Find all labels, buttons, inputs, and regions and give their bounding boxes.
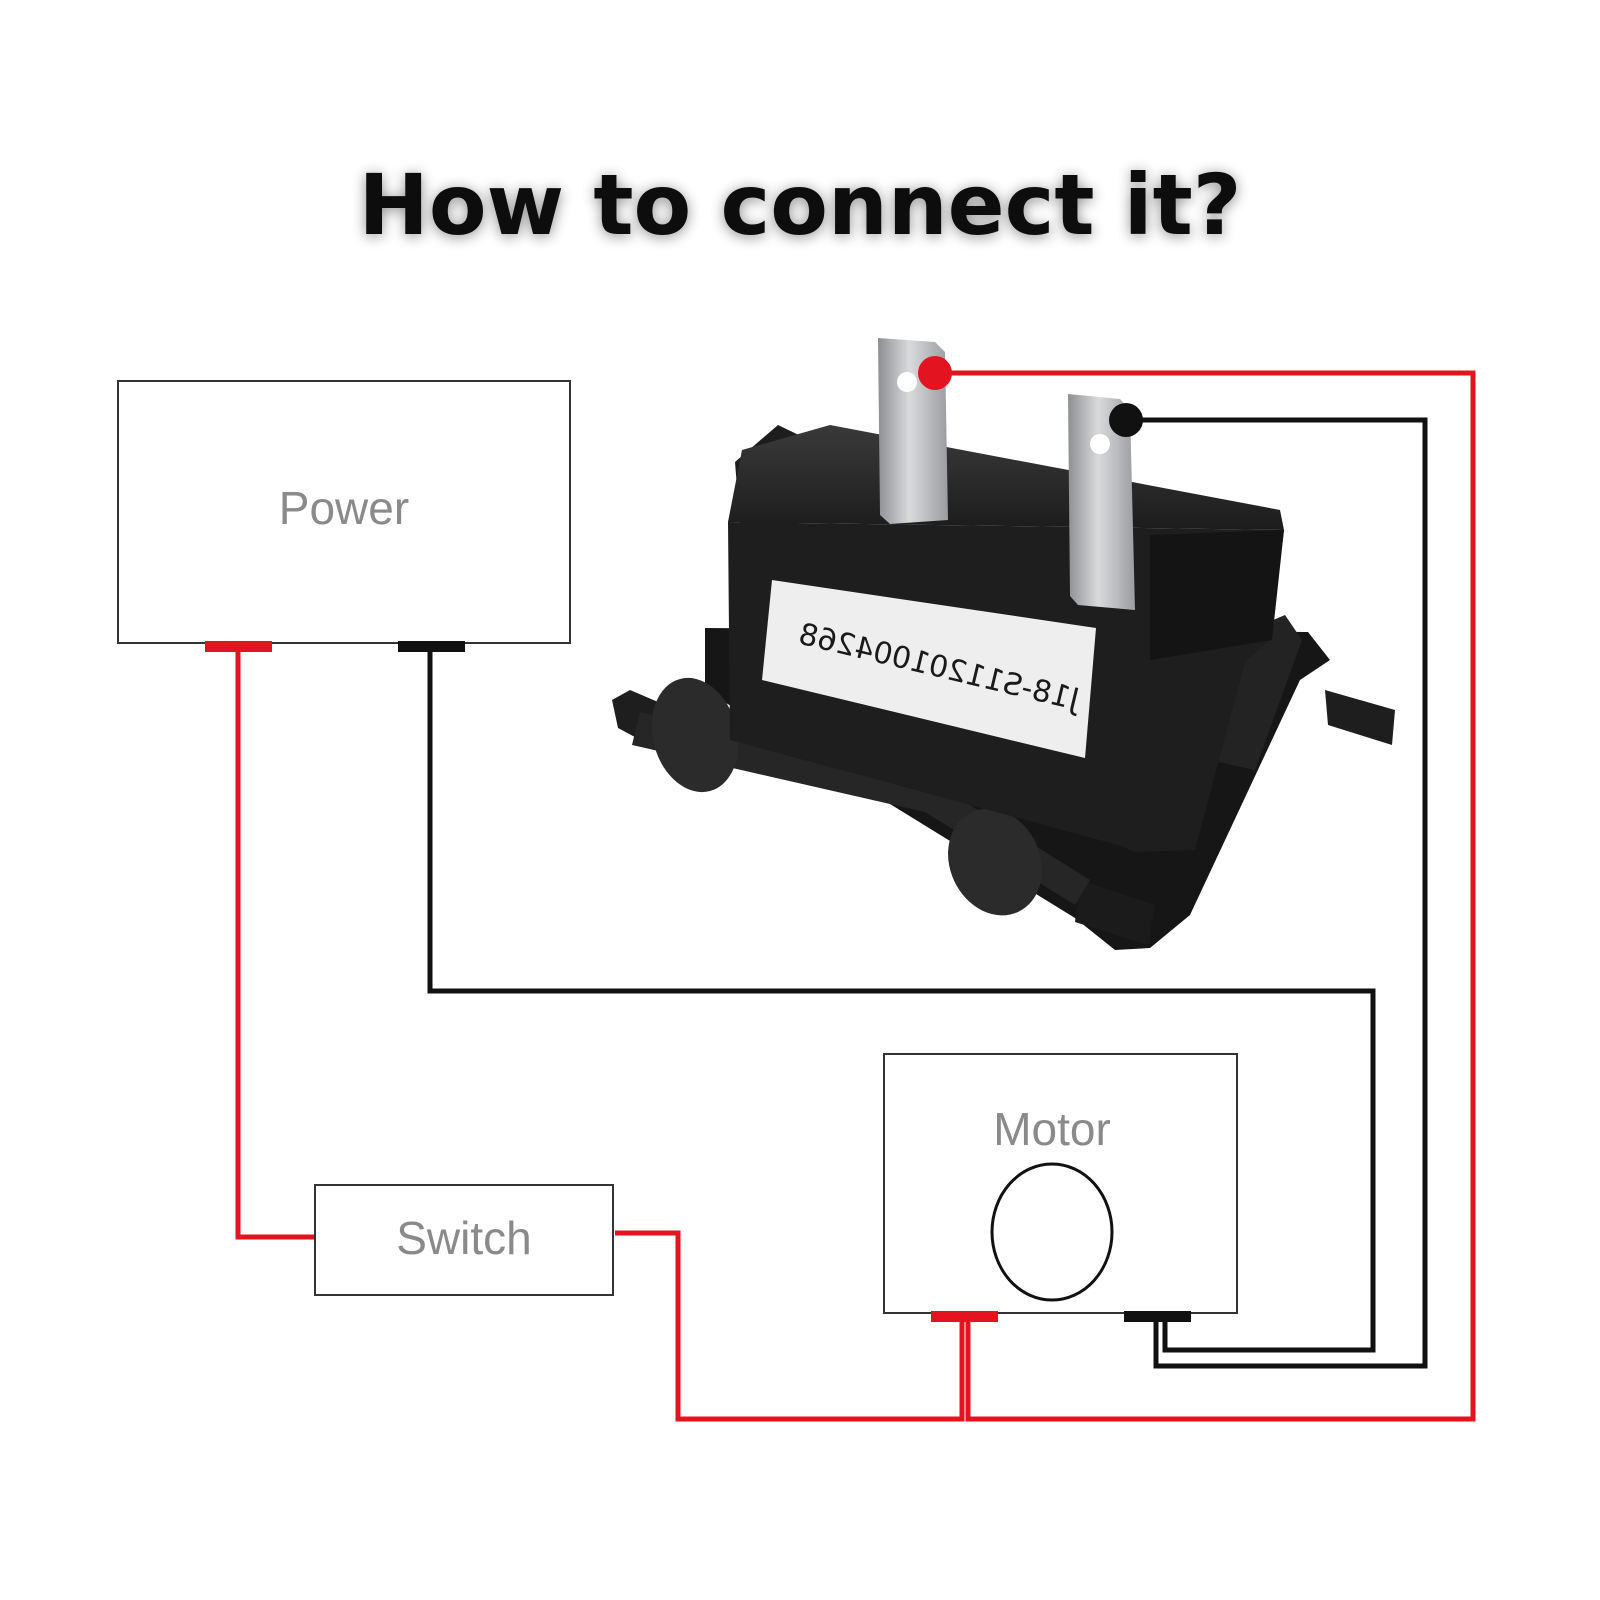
motor-positive-terminal bbox=[931, 1311, 998, 1322]
wire-device-negative-to-motor bbox=[1126, 417, 1428, 1369]
wire-switch-to-motor-positive bbox=[615, 1230, 965, 1422]
power-box: Power bbox=[117, 380, 571, 652]
switch-box: Switch bbox=[314, 1184, 614, 1296]
switch-box-frame bbox=[314, 1184, 614, 1296]
device-illustration: J18-S11201004268 bbox=[612, 338, 1395, 950]
terminal-negative bbox=[1068, 394, 1135, 610]
power-label: Power bbox=[279, 482, 409, 534]
motor-box: Motor bbox=[883, 1053, 1238, 1322]
device-roller-right bbox=[948, 808, 1042, 916]
device-right-tab bbox=[1325, 690, 1395, 745]
switch-label: Switch bbox=[396, 1212, 531, 1264]
device-body-side bbox=[1150, 530, 1284, 660]
device-body-top bbox=[728, 425, 1284, 530]
device-right-clip bbox=[1210, 615, 1302, 770]
terminal-negative-hole bbox=[1090, 434, 1110, 454]
power-positive-terminal bbox=[205, 641, 272, 652]
page-title: How to connect it? bbox=[359, 156, 1242, 254]
device-lever-rod bbox=[632, 712, 1090, 905]
power-box-frame bbox=[117, 380, 571, 644]
motor-negative-terminal bbox=[1124, 1311, 1191, 1322]
positive-contact-dot bbox=[918, 356, 952, 390]
wire-power-positive-to-switch bbox=[235, 648, 315, 1240]
wire-device-positive-to-motor bbox=[935, 370, 1476, 1422]
device-roller-left bbox=[651, 677, 739, 793]
motor-label: Motor bbox=[993, 1103, 1111, 1155]
motor-symbol bbox=[990, 1162, 1114, 1302]
power-negative-terminal bbox=[398, 641, 465, 652]
negative-contact-dot bbox=[1109, 403, 1143, 437]
wires bbox=[235, 370, 1476, 1422]
device-sticker bbox=[762, 580, 1096, 758]
device-bottom-tab bbox=[1075, 880, 1155, 945]
terminal-positive-hole bbox=[897, 372, 917, 392]
wire-power-negative-to-motor bbox=[427, 648, 1376, 1353]
